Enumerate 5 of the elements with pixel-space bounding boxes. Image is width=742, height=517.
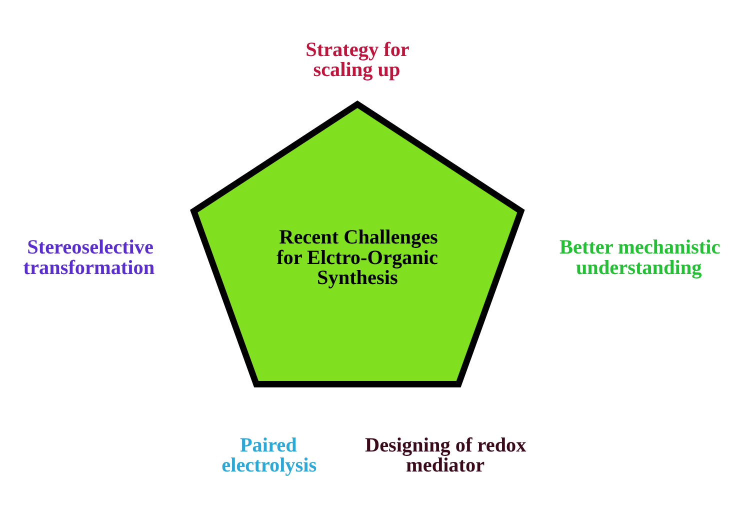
label: Stereoselective transformation (23, 236, 155, 278)
label: Designing of redox mediator (365, 434, 526, 476)
label: Strategy for scaling up (306, 38, 410, 81)
label: Better mechanistic understanding (560, 236, 720, 278)
label: Paired electrolysis (222, 434, 317, 476)
